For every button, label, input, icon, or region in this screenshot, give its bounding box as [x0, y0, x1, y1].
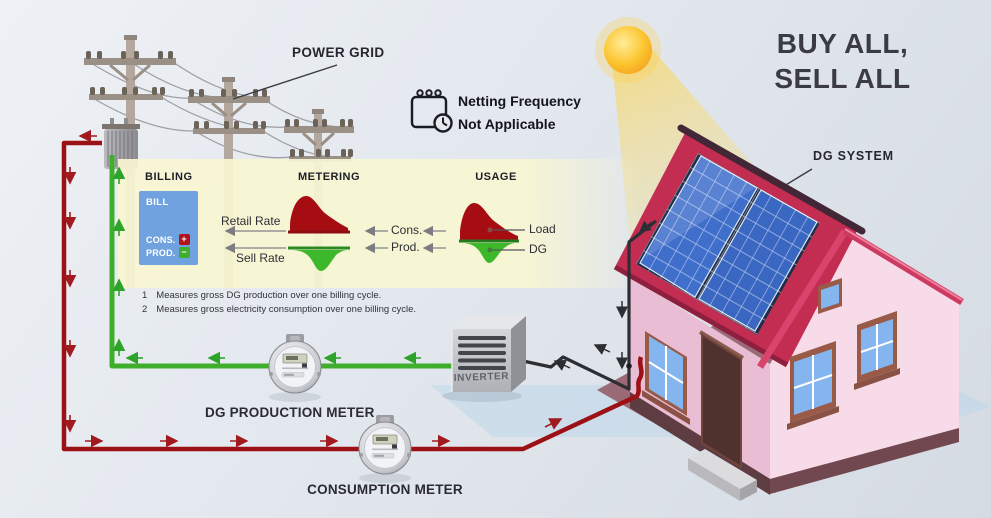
- footnote-1-num: 1: [142, 290, 148, 301]
- scheme-title: BUY ALL, SELL ALL: [760, 26, 925, 96]
- bill-card-title: BILL: [146, 197, 169, 208]
- bill-cons-row: CONS. +: [146, 234, 193, 245]
- consumption-meter-label: CONSUMPTION METER: [307, 482, 463, 497]
- consumption-flow-arrows: [63, 129, 563, 448]
- bill-cons-label: CONS.: [146, 234, 176, 245]
- retail-rate-label: Retail Rate: [221, 214, 281, 228]
- scheme-title-line1: BUY ALL,: [776, 28, 909, 59]
- footnote-2-num: 2: [142, 304, 148, 315]
- usage-section-title: USAGE: [475, 171, 517, 183]
- metering-chart: [288, 196, 350, 271]
- attic-window: [818, 278, 842, 314]
- power-grid-label: POWER GRID: [292, 45, 385, 60]
- dg-system-label: DG SYSTEM: [813, 149, 894, 163]
- dg-production-meter-illustration: [268, 333, 322, 403]
- plus-badge: +: [178, 234, 190, 245]
- calendar-clock-icon: [410, 89, 453, 133]
- metering-section-title: METERING: [297, 171, 361, 183]
- cons-label: Cons.: [391, 223, 423, 237]
- footnote-1: 1 Measures gross DG production over one …: [142, 290, 381, 301]
- power-grid-leader-line: [232, 64, 338, 100]
- netting-frequency-note: Netting Frequency Not Applicable: [458, 90, 581, 136]
- bill-prod-label: PROD.: [146, 247, 176, 258]
- netting-line1: Netting Frequency: [458, 93, 581, 109]
- dg-label: DG: [529, 242, 547, 256]
- window: [854, 311, 900, 390]
- scheme-title-line2: SELL ALL: [774, 63, 911, 94]
- consumption-wire: [61, 140, 644, 452]
- footnote-2: 2 Measures gross electricity consumption…: [142, 304, 416, 315]
- dg-production-meter-label: DG PRODUCTION METER: [205, 405, 375, 420]
- solar-panels: [636, 153, 820, 335]
- load-label: Load: [529, 222, 556, 236]
- band-flow-arrows: [224, 225, 446, 254]
- dc-flow-arrows: [553, 220, 653, 371]
- consumption-meter-illustration: [358, 414, 412, 484]
- inverter-illustration: [442, 316, 526, 402]
- dg-callout-dot: [487, 247, 493, 253]
- bill-prod-row: PROD. −: [146, 247, 193, 258]
- house-illustration: [613, 124, 964, 501]
- inverter-label: INVERTER: [453, 371, 510, 384]
- window: [642, 331, 690, 425]
- footnote-1-text: Measures gross DG production over one bi…: [156, 290, 382, 301]
- production-wire: [109, 155, 452, 369]
- roof-ridge: [677, 124, 866, 235]
- sun-icon: [595, 17, 661, 83]
- minus-badge: −: [178, 247, 190, 258]
- explainer-band: [118, 159, 638, 288]
- sell-rate-label: Sell Rate: [236, 251, 285, 265]
- production-flow-arrows: [112, 166, 421, 365]
- prod-label: Prod.: [391, 240, 420, 254]
- window: [787, 341, 839, 430]
- usage-chart: [459, 203, 525, 263]
- netting-line2: Not Applicable: [458, 116, 556, 132]
- billing-section-title: BILLING: [145, 171, 193, 183]
- door-step: [688, 449, 757, 501]
- front-door: [698, 330, 745, 469]
- load-callout-dot: [487, 227, 493, 233]
- footnote-2-text: Measures gross electricity consumption o…: [156, 304, 417, 315]
- bill-card: BILL CONS. + PROD. −: [139, 191, 198, 265]
